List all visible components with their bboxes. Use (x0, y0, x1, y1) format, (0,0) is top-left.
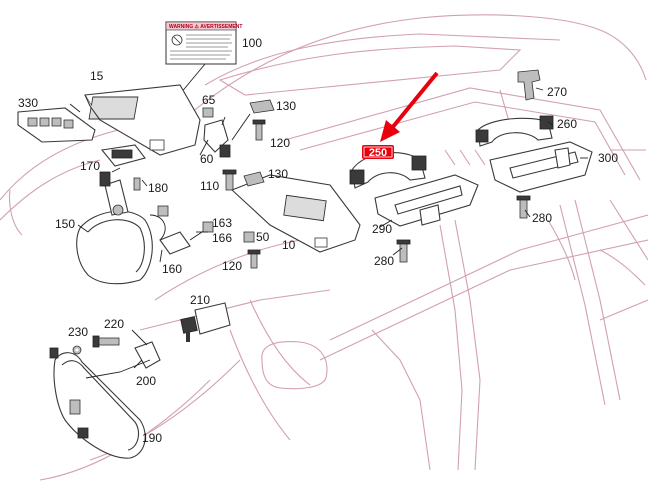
car-body-outline (0, 14, 648, 481)
handle-bracket-290 (374, 174, 479, 227)
callout-180[interactable]: 180 (148, 181, 168, 195)
mirror-cover-170 (100, 144, 146, 167)
callout-15[interactable]: 15 (90, 69, 104, 83)
adhesive-tube-210 (180, 302, 231, 342)
screw-280-lower (396, 239, 411, 263)
callout-120-upper[interactable]: 120 (270, 136, 290, 150)
callout-300[interactable]: 300 (598, 151, 618, 165)
callout-leaders (77, 87, 588, 369)
callout-163[interactable]: 163 (212, 216, 232, 230)
grab-handle-250 (349, 152, 427, 189)
washer-230 (72, 345, 82, 355)
handle-bracket-300 (489, 141, 593, 193)
screw-280-right (516, 195, 531, 219)
rearview-mirror-150 (76, 171, 153, 285)
clip-130-upper (249, 99, 275, 114)
callout-120-lower[interactable]: 120 (222, 259, 242, 273)
cable-160 (149, 205, 214, 255)
callout-270[interactable]: 270 (547, 85, 567, 99)
sun-visor-left (84, 84, 201, 156)
visor-bracket-60 (203, 119, 231, 158)
warning-label-part: WARNING ⚠ AVERTISSEMENT (165, 21, 242, 65)
grab-handle-260 (475, 115, 554, 147)
callout-166[interactable]: 166 (212, 231, 232, 245)
callout-230[interactable]: 230 (68, 325, 88, 339)
callout-60[interactable]: 60 (200, 152, 214, 166)
callout-65[interactable]: 65 (202, 93, 216, 107)
handle-clip-270 (517, 69, 541, 101)
callout-160[interactable]: 160 (162, 262, 182, 276)
callout-10[interactable]: 10 (282, 238, 296, 252)
bolt-220 (92, 335, 120, 348)
callout-130-lower[interactable]: 130 (268, 167, 288, 181)
callout-330[interactable]: 330 (18, 96, 38, 110)
callout-280-right[interactable]: 280 (532, 211, 552, 225)
callout-280-lower[interactable]: 280 (374, 254, 394, 268)
callout-labels: 100 15 330 65 130 120 60 170 180 110 130… (18, 36, 618, 445)
screw-120-upper (252, 119, 266, 141)
callout-100[interactable]: 100 (242, 36, 262, 50)
callout-130-upper[interactable]: 130 (276, 99, 296, 113)
highlight-badge-text: 250 (369, 147, 387, 159)
highlight-arrow (380, 71, 439, 142)
clip-50 (243, 231, 255, 243)
visor-clip-65 (202, 107, 214, 118)
callout-210[interactable]: 210 (190, 293, 210, 307)
warning-label-header: WARNING ⚠ AVERTISSEMENT (169, 24, 242, 30)
callout-200[interactable]: 200 (136, 374, 156, 388)
callout-150[interactable]: 150 (55, 217, 75, 231)
callout-50[interactable]: 50 (256, 230, 270, 244)
callout-290[interactable]: 290 (372, 222, 392, 236)
callout-170[interactable]: 170 (80, 159, 100, 173)
screw-110 (222, 169, 237, 191)
screw-180 (133, 177, 141, 191)
callout-110[interactable]: 110 (200, 179, 219, 193)
highlight-badge-250[interactable]: 250 (362, 145, 394, 159)
sun-visor-right (230, 174, 361, 253)
callout-260[interactable]: 260 (557, 117, 577, 131)
callout-190[interactable]: 190 (142, 431, 162, 445)
roof-console-330 (17, 107, 96, 143)
clip-130-lower (243, 171, 265, 187)
mirror-190 (49, 347, 146, 459)
screw-120-lower (247, 249, 261, 269)
callout-220[interactable]: 220 (104, 317, 124, 331)
